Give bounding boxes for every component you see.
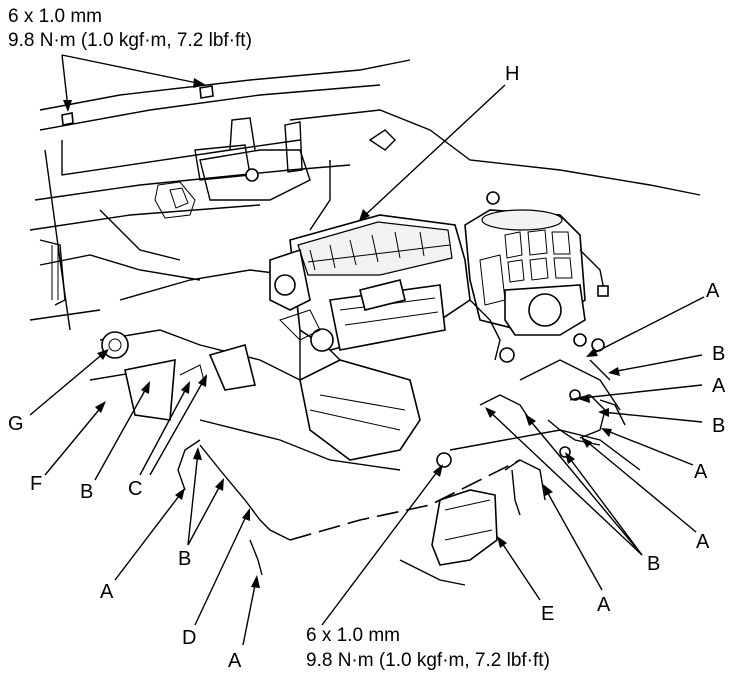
label-a1: A xyxy=(100,581,114,603)
rear-duct xyxy=(399,489,498,586)
blower-unit xyxy=(464,209,609,361)
bolt-icon-8 xyxy=(245,168,259,182)
bolt-icon-2 xyxy=(199,85,214,99)
bolt-icon-7 xyxy=(486,191,500,205)
label-b4: B xyxy=(712,415,725,437)
top-fastener-size: 6 x 1.0 mm xyxy=(8,6,102,27)
floor-duct-left xyxy=(124,344,256,421)
bolt-icon-4 xyxy=(499,347,515,363)
label-e: E xyxy=(541,603,554,625)
label-a6: A xyxy=(712,375,726,397)
bolt-icon-5 xyxy=(573,333,587,347)
callout-labels: 6 x 1.0 mm 9.8 N·m (1.0 kgf·m, 7.2 lbf·f… xyxy=(8,6,726,672)
label-b3: B xyxy=(647,553,660,575)
label-c: C xyxy=(128,478,142,500)
top-fastener-torque: 9.8 N·m (1.0 kgf·m, 7.2 lbf·ft) xyxy=(8,30,252,51)
bolt-icon-3 xyxy=(436,452,452,468)
wire-harness xyxy=(177,359,626,576)
label-a4: A xyxy=(696,531,710,553)
heater-unit xyxy=(269,214,471,461)
bolts xyxy=(61,85,605,468)
label-b5: B xyxy=(712,343,725,365)
label-b1: B xyxy=(80,481,93,503)
label-a2: A xyxy=(228,650,242,672)
bottom-fastener-size: 6 x 1.0 mm xyxy=(306,625,400,646)
label-f: F xyxy=(30,473,42,495)
dashed-routing-line xyxy=(289,459,521,541)
label-b2: B xyxy=(178,548,191,570)
label-a7: A xyxy=(706,280,720,302)
label-h: H xyxy=(505,63,519,85)
label-d: D xyxy=(182,627,196,649)
bolt-icon-1 xyxy=(61,112,74,126)
bottom-fastener-torque: 9.8 N·m (1.0 kgf·m, 7.2 lbf·ft) xyxy=(306,650,550,671)
grommet xyxy=(101,331,129,359)
label-a3: A xyxy=(597,594,611,616)
label-a5: A xyxy=(694,461,708,483)
label-g: G xyxy=(8,413,24,435)
leader-lines xyxy=(29,54,705,646)
